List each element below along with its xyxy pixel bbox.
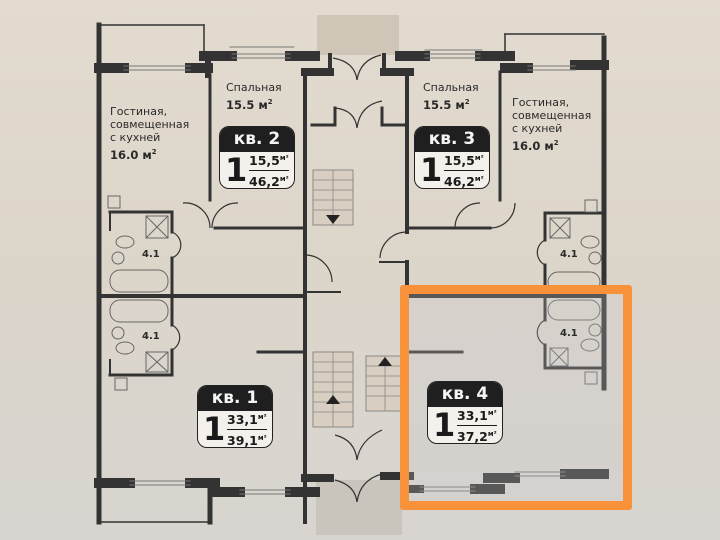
living-area: 15,5м² (249, 151, 289, 171)
total-area: 46,2м² (249, 173, 289, 189)
room-label-bedroom-right: Спальная 15.5 м2 (423, 81, 479, 112)
apartment-number: кв. 2 (220, 127, 294, 152)
apartment-number: кв. 3 (415, 127, 489, 152)
bathroom-label: 4.1 (560, 328, 578, 339)
entrance-vestibule-top (317, 15, 399, 55)
room-name: совмещенная (512, 109, 592, 122)
bathroom-label: 4.1 (142, 331, 160, 342)
room-label-living-right: Гостиная, совмещенная с кухней 16.0 м2 (512, 96, 591, 153)
room-name: Гостиная, (512, 96, 570, 109)
total-area: 39,1м² (227, 432, 267, 448)
room-count: 1 (225, 151, 248, 189)
apartment-badge-4[interactable]: кв. 4 1 33,1м² 37,2м² (427, 381, 503, 444)
living-area: 33,1м² (227, 410, 267, 430)
apartment-badge-1[interactable]: кв. 1 1 33,1м² 39,1м² (197, 385, 273, 448)
entrance-vestibule-bottom (316, 480, 402, 535)
room-area: 16.0 м2 (512, 138, 559, 153)
apartment-number: кв. 4 (428, 382, 502, 407)
room-label-bedroom-left: Спальная 15.5 м2 (226, 81, 282, 112)
room-area: 16.0 м2 (110, 147, 157, 162)
room-name: Спальная (423, 81, 479, 94)
room-label-living-left: Гостиная, совмещенная с кухней 16.0 м2 (110, 105, 189, 162)
room-name: с кухней (512, 122, 563, 135)
room-area: 15.5 м2 (423, 97, 470, 112)
living-area: 33,1м² (457, 406, 497, 426)
stairs-up-arrow-icon (378, 357, 392, 366)
apartment-badge-2[interactable]: кв. 2 1 15,5м² 46,2м² (219, 126, 295, 189)
room-count: 1 (420, 151, 443, 189)
room-count: 1 (203, 410, 226, 448)
stairs-down-arrow-icon (326, 215, 340, 224)
stairs-down-arrow-icon (326, 395, 340, 404)
room-name: с кухней (110, 131, 161, 144)
room-name: Спальная (226, 81, 282, 94)
total-area: 46,2м² (444, 173, 484, 189)
apartment-badge-3[interactable]: кв. 3 1 15,5м² 46,2м² (414, 126, 490, 189)
bathroom-label: 4.1 (560, 249, 578, 260)
room-name: совмещенная (110, 118, 190, 131)
bathroom-label: 4.1 (142, 249, 160, 260)
total-area: 37,2м² (457, 428, 497, 444)
living-area: 15,5м² (444, 151, 484, 171)
apartment-number: кв. 1 (198, 386, 272, 411)
room-name: Гостиная, (110, 105, 168, 118)
room-area: 15.5 м2 (226, 97, 273, 112)
room-count: 1 (433, 406, 456, 444)
